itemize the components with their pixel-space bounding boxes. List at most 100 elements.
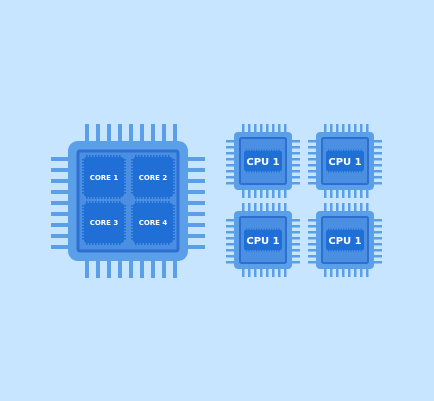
core-tooth	[123, 238, 126, 240]
core-tooth	[131, 238, 134, 240]
core-tooth	[82, 232, 85, 234]
core-tooth	[350, 228, 352, 231]
core-tooth	[104, 242, 106, 245]
core-tooth	[141, 196, 143, 199]
pin	[373, 176, 382, 179]
core-tooth	[116, 155, 118, 158]
pin	[291, 249, 300, 252]
core-tooth	[172, 223, 175, 225]
core-tooth	[95, 196, 97, 199]
pin	[373, 170, 382, 173]
core-tooth	[343, 170, 345, 173]
core-tooth	[268, 249, 270, 252]
core-tooth	[135, 201, 137, 204]
pin	[308, 140, 317, 143]
core-tooth	[350, 170, 352, 173]
core-tooth	[123, 220, 126, 222]
core-tooth	[248, 228, 250, 231]
pin	[151, 260, 155, 278]
core-tooth	[147, 196, 149, 199]
pin	[308, 219, 317, 222]
core-tooth	[333, 170, 335, 173]
pin	[291, 158, 300, 161]
core-tooth	[131, 220, 134, 222]
core-tooth	[328, 228, 330, 231]
pin	[254, 268, 257, 277]
core-tooth	[131, 208, 134, 210]
core-tooth	[156, 196, 158, 199]
cpu-chip-4-label: CPU 1	[328, 236, 361, 247]
pin	[266, 124, 269, 133]
pin	[308, 176, 317, 179]
core-tooth	[256, 149, 258, 152]
pin	[51, 245, 69, 249]
core-tooth	[253, 228, 255, 231]
core-2: CORE 2	[131, 155, 175, 199]
pin	[226, 140, 235, 143]
core-3: CORE 3	[82, 201, 126, 245]
pin	[354, 203, 357, 212]
core-tooth	[141, 201, 143, 204]
core-tooth	[123, 214, 126, 216]
pin	[330, 203, 333, 212]
pin	[308, 243, 317, 246]
pin	[291, 243, 300, 246]
core-tooth	[82, 159, 85, 161]
core-tooth	[271, 228, 273, 231]
core-tooth	[131, 232, 134, 234]
core-2-icon	[131, 155, 175, 199]
core-tooth	[131, 205, 134, 207]
core-tooth	[268, 149, 270, 152]
core-tooth	[141, 155, 143, 158]
pin	[366, 124, 369, 133]
pin	[248, 124, 251, 133]
multicore-chip-pins	[51, 124, 205, 278]
core-tooth	[92, 155, 94, 158]
core-tooth	[340, 249, 342, 252]
pin	[308, 255, 317, 258]
core-tooth	[333, 149, 335, 152]
core-tooth	[355, 228, 357, 231]
core-tooth	[156, 155, 158, 158]
pin	[324, 268, 327, 277]
core-tooth	[116, 196, 118, 199]
core-tooth	[348, 149, 350, 152]
core-tooth	[263, 249, 265, 252]
pin	[187, 223, 205, 227]
pin	[226, 231, 235, 234]
pin	[366, 189, 369, 198]
core-tooth	[110, 155, 112, 158]
core-tile	[84, 157, 124, 197]
core-tooth	[153, 201, 155, 204]
core-tooth	[251, 228, 253, 231]
pin	[308, 152, 317, 155]
core-tooth	[123, 180, 126, 182]
pin	[278, 189, 281, 198]
core-tooth	[338, 249, 340, 252]
core-tooth	[258, 249, 260, 252]
core-tooth	[141, 242, 143, 245]
pin	[187, 212, 205, 216]
pin	[291, 237, 300, 240]
core-tooth	[172, 192, 175, 194]
core-tooth	[131, 186, 134, 188]
core-tooth	[113, 242, 115, 245]
core-tooth	[172, 214, 175, 216]
pin	[226, 152, 235, 155]
core-tooth	[348, 170, 350, 173]
core-tooth	[271, 149, 273, 152]
core-tooth	[123, 226, 126, 228]
pin	[373, 249, 382, 252]
core-tooth	[261, 228, 263, 231]
core-tooth	[276, 249, 278, 252]
pin	[248, 268, 251, 277]
core-tooth	[338, 149, 340, 152]
pin	[51, 212, 69, 216]
core-tooth	[131, 235, 134, 237]
pin	[226, 255, 235, 258]
core-tooth	[150, 201, 152, 204]
core-tooth	[335, 170, 337, 173]
core-tooth	[150, 196, 152, 199]
core-tooth	[95, 201, 97, 204]
